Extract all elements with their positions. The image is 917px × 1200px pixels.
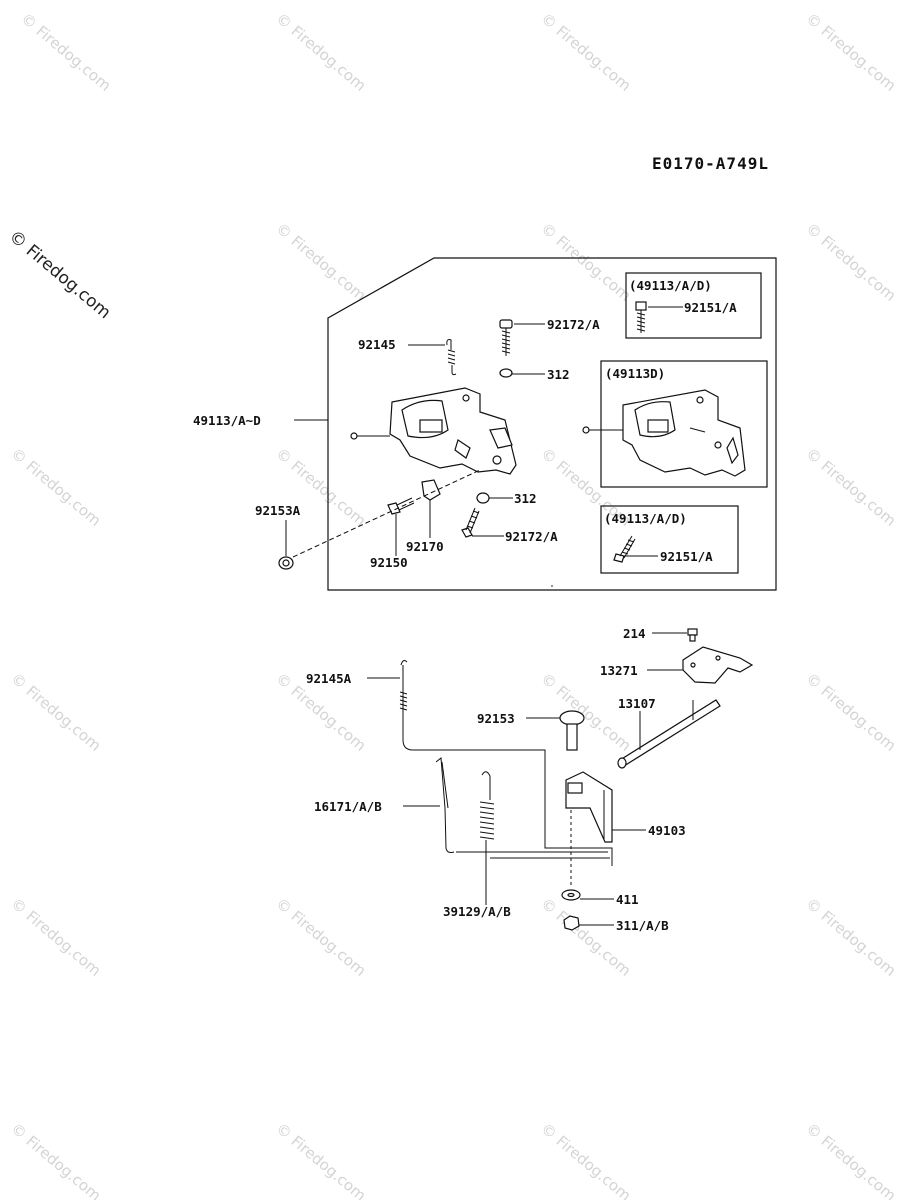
rod-92145a: [399, 660, 613, 866]
clip-92170: [421, 479, 441, 501]
callout-49103: 49103: [648, 823, 686, 838]
callout-92150: 92150: [370, 555, 408, 570]
watermark: © Firedog.com: [802, 669, 899, 754]
bolt-214: [687, 628, 698, 642]
callout-92172a-mid: 92172/A: [505, 529, 558, 544]
watermark: © Firedog.com: [802, 219, 899, 304]
watermark: © Firedog.com: [802, 894, 899, 979]
corner-watermark: © Firedog.com: [5, 227, 115, 324]
diagram-code: E0170-A749L: [652, 154, 769, 173]
callout-92153: 92153: [477, 711, 515, 726]
bolt-92150: [387, 497, 415, 515]
bolt-92151a-bottom: [613, 535, 636, 563]
callout-312-top: 312: [547, 367, 570, 382]
watermark: © Firedog.com: [272, 894, 369, 979]
watermark: © Firedog.com: [7, 444, 104, 529]
governor-plate-main: [350, 387, 517, 475]
watermark: © Firedog.com: [272, 9, 369, 94]
link-16171: [435, 757, 455, 853]
nut-312-top: [499, 368, 513, 378]
bolt-92153: [559, 710, 585, 751]
inset-label-top: (49113/A/D): [629, 278, 712, 293]
washer-411: [561, 889, 581, 901]
bolt-92172a-top: [499, 319, 513, 356]
callout-92151a-top: 92151/A: [684, 300, 737, 315]
bracket-13271: [682, 646, 754, 684]
watermark-grid: © Firedog.com © Firedog.com © Firedog.co…: [7, 9, 899, 1200]
watermark: © Firedog.com: [537, 669, 634, 754]
callout-13271: 13271: [600, 663, 638, 678]
upper-assembly-frame: [327, 257, 777, 591]
bolt-92153a: [278, 556, 294, 570]
callout-92153a: 92153A: [255, 503, 301, 518]
lever-49103: [565, 771, 613, 843]
callout-16171: 16171/A/B: [314, 799, 382, 814]
watermark: © Firedog.com: [802, 1119, 899, 1200]
inset-label-bottom: (49113/A/D): [604, 511, 687, 526]
callout-92170: 92170: [406, 539, 444, 554]
nut-312-mid: [476, 492, 490, 504]
watermark: © Firedog.com: [537, 9, 634, 94]
watermark: © Firedog.com: [537, 219, 634, 304]
callout-39129: 39129/A/B: [443, 904, 511, 919]
callout-214: 214: [623, 626, 646, 641]
callout-49113: 49113/A~D: [193, 413, 261, 428]
spring-92145: [446, 339, 457, 376]
shaft-13107: [617, 699, 721, 769]
watermark: © Firedog.com: [272, 219, 369, 304]
callout-92145a: 92145A: [306, 671, 352, 686]
callout-311: 311/A/B: [616, 918, 669, 933]
callout-92172a-top: 92172/A: [547, 317, 600, 332]
callout-92151a-bottom: 92151/A: [660, 549, 713, 564]
watermark: © Firedog.com: [272, 1119, 369, 1200]
watermark: © Firedog.com: [802, 9, 899, 94]
inset-box-bottom: [600, 505, 739, 574]
watermark: © Firedog.com: [7, 669, 104, 754]
bolt-92151a-top: [635, 301, 647, 333]
watermark: © Firedog.com: [537, 1119, 634, 1200]
watermark: © Firedog.com: [7, 1119, 104, 1200]
callout-13107: 13107: [618, 696, 656, 711]
governor-plate-inset: [582, 389, 746, 477]
callout-312-mid: 312: [514, 491, 537, 506]
bolt-92172a-mid: [461, 507, 480, 538]
watermark: © Firedog.com: [537, 894, 634, 979]
callout-92145: 92145: [358, 337, 396, 352]
inset-box-top: [625, 272, 762, 339]
watermark: © Firedog.com: [17, 9, 114, 94]
nut-311: [563, 915, 580, 931]
watermark: © Firedog.com: [7, 894, 104, 979]
inset-label-middle: (49113D): [605, 366, 665, 381]
spring-39129: [456, 771, 610, 860]
watermark: © Firedog.com: [802, 444, 899, 529]
inset-box-middle: [600, 360, 768, 488]
callout-411: 411: [616, 892, 639, 907]
